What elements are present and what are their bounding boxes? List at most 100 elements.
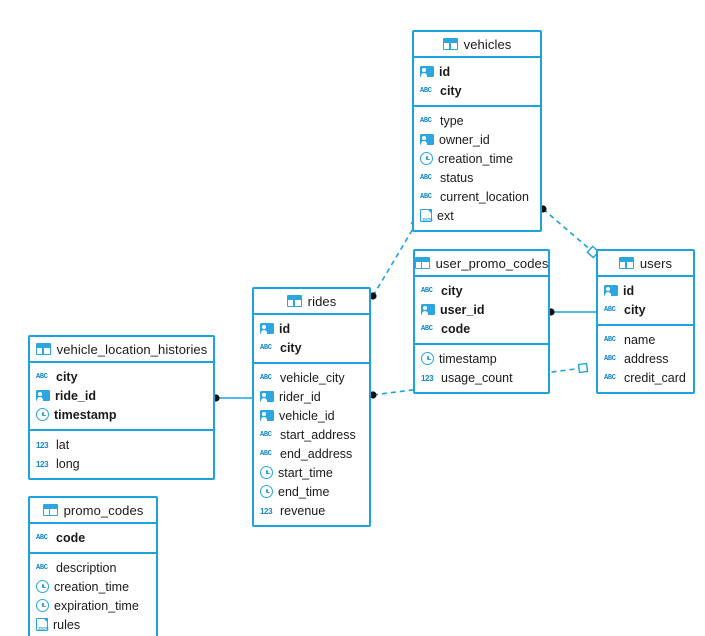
abc-icon: ABC: [260, 449, 272, 458]
clock-icon: [421, 352, 434, 365]
column-label: ext: [437, 208, 454, 223]
column-id[interactable]: id: [598, 281, 693, 300]
column-label: start_time: [278, 465, 333, 480]
column-creation_time[interactable]: creation_time: [30, 577, 156, 596]
column-ext[interactable]: ext: [414, 206, 540, 225]
column-label: vehicle_id: [279, 408, 335, 423]
column-end_time[interactable]: end_time: [254, 482, 369, 501]
abc-icon: ABC: [420, 86, 432, 95]
clock-icon: [260, 485, 273, 498]
abc-icon: ABC: [421, 324, 433, 333]
column-label: timestamp: [439, 351, 497, 366]
column-usage_count[interactable]: 123 usage_count: [415, 368, 548, 387]
123-icon: 123: [36, 440, 49, 450]
column-label: expiration_time: [54, 598, 139, 613]
column-label: start_address: [280, 427, 356, 442]
primary-key-section-promo_codes: ABC code: [30, 524, 156, 554]
column-label: usage_count: [441, 370, 513, 385]
abc-icon: ABC: [604, 373, 616, 382]
relationship-user_promo_codes-to-users[interactable]: [547, 308, 596, 316]
column-label: description: [56, 560, 117, 575]
column-label: timestamp: [54, 407, 117, 422]
column-label: id: [279, 321, 291, 336]
abc-icon: ABC: [604, 305, 616, 314]
table-header-rides[interactable]: rides: [254, 289, 369, 315]
column-code[interactable]: ABC code: [30, 528, 156, 547]
table-title: promo_codes: [63, 502, 144, 518]
column-rules[interactable]: rules: [30, 615, 156, 634]
table-header-users[interactable]: users: [598, 251, 693, 277]
table-header-vehicles[interactable]: vehicles: [414, 32, 540, 58]
column-label: code: [56, 530, 86, 545]
abc-icon: ABC: [36, 563, 48, 572]
column-label: owner_id: [439, 132, 490, 147]
column-owner_id[interactable]: owner_id: [414, 130, 540, 149]
column-label: ride_id: [55, 388, 96, 403]
abc-icon: ABC: [36, 533, 48, 542]
column-user_id[interactable]: user_id: [415, 300, 548, 319]
table-icon: [286, 295, 302, 307]
column-label: code: [441, 321, 471, 336]
table-header-vehicle_location_histories[interactable]: vehicle_location_histories: [30, 337, 213, 363]
clock-icon: [36, 599, 49, 612]
column-creation_time[interactable]: creation_time: [414, 149, 540, 168]
json-icon: [420, 208, 433, 222]
column-label: id: [439, 64, 451, 79]
column-code[interactable]: ABC code: [415, 319, 548, 338]
column-start_address[interactable]: ABC start_address: [254, 425, 369, 444]
column-timestamp[interactable]: timestamp: [30, 405, 213, 424]
column-label: rules: [53, 617, 81, 632]
column-rider_id[interactable]: rider_id: [254, 387, 369, 406]
column-ride_id[interactable]: ride_id: [30, 386, 213, 405]
column-timestamp[interactable]: timestamp: [415, 349, 548, 368]
column-start_time[interactable]: start_time: [254, 463, 369, 482]
abc-icon: ABC: [420, 173, 432, 182]
table-header-promo_codes[interactable]: promo_codes: [30, 498, 156, 524]
column-label: city: [56, 369, 78, 384]
column-id[interactable]: id: [414, 62, 540, 81]
column-description[interactable]: ABC description: [30, 558, 156, 577]
abc-icon: ABC: [260, 343, 272, 352]
column-expiration_time[interactable]: expiration_time: [30, 596, 156, 615]
table-header-user_promo_codes[interactable]: user_promo_codes: [414, 251, 548, 277]
column-id[interactable]: id: [254, 319, 369, 338]
column-city[interactable]: ABC city: [254, 338, 369, 357]
table-icon: [42, 504, 58, 516]
column-label: long: [56, 456, 80, 471]
relationship-vehicle_location_histories-to-rides[interactable]: [212, 394, 252, 402]
123-icon: 123: [421, 373, 434, 383]
column-vehicle_id[interactable]: vehicle_id: [254, 406, 369, 425]
id-card-icon: [260, 323, 274, 334]
table-icon: [414, 257, 430, 269]
column-label: rider_id: [279, 389, 321, 404]
column-label: city: [280, 340, 302, 355]
abc-icon: ABC: [260, 430, 272, 439]
column-label: end_time: [278, 484, 330, 499]
